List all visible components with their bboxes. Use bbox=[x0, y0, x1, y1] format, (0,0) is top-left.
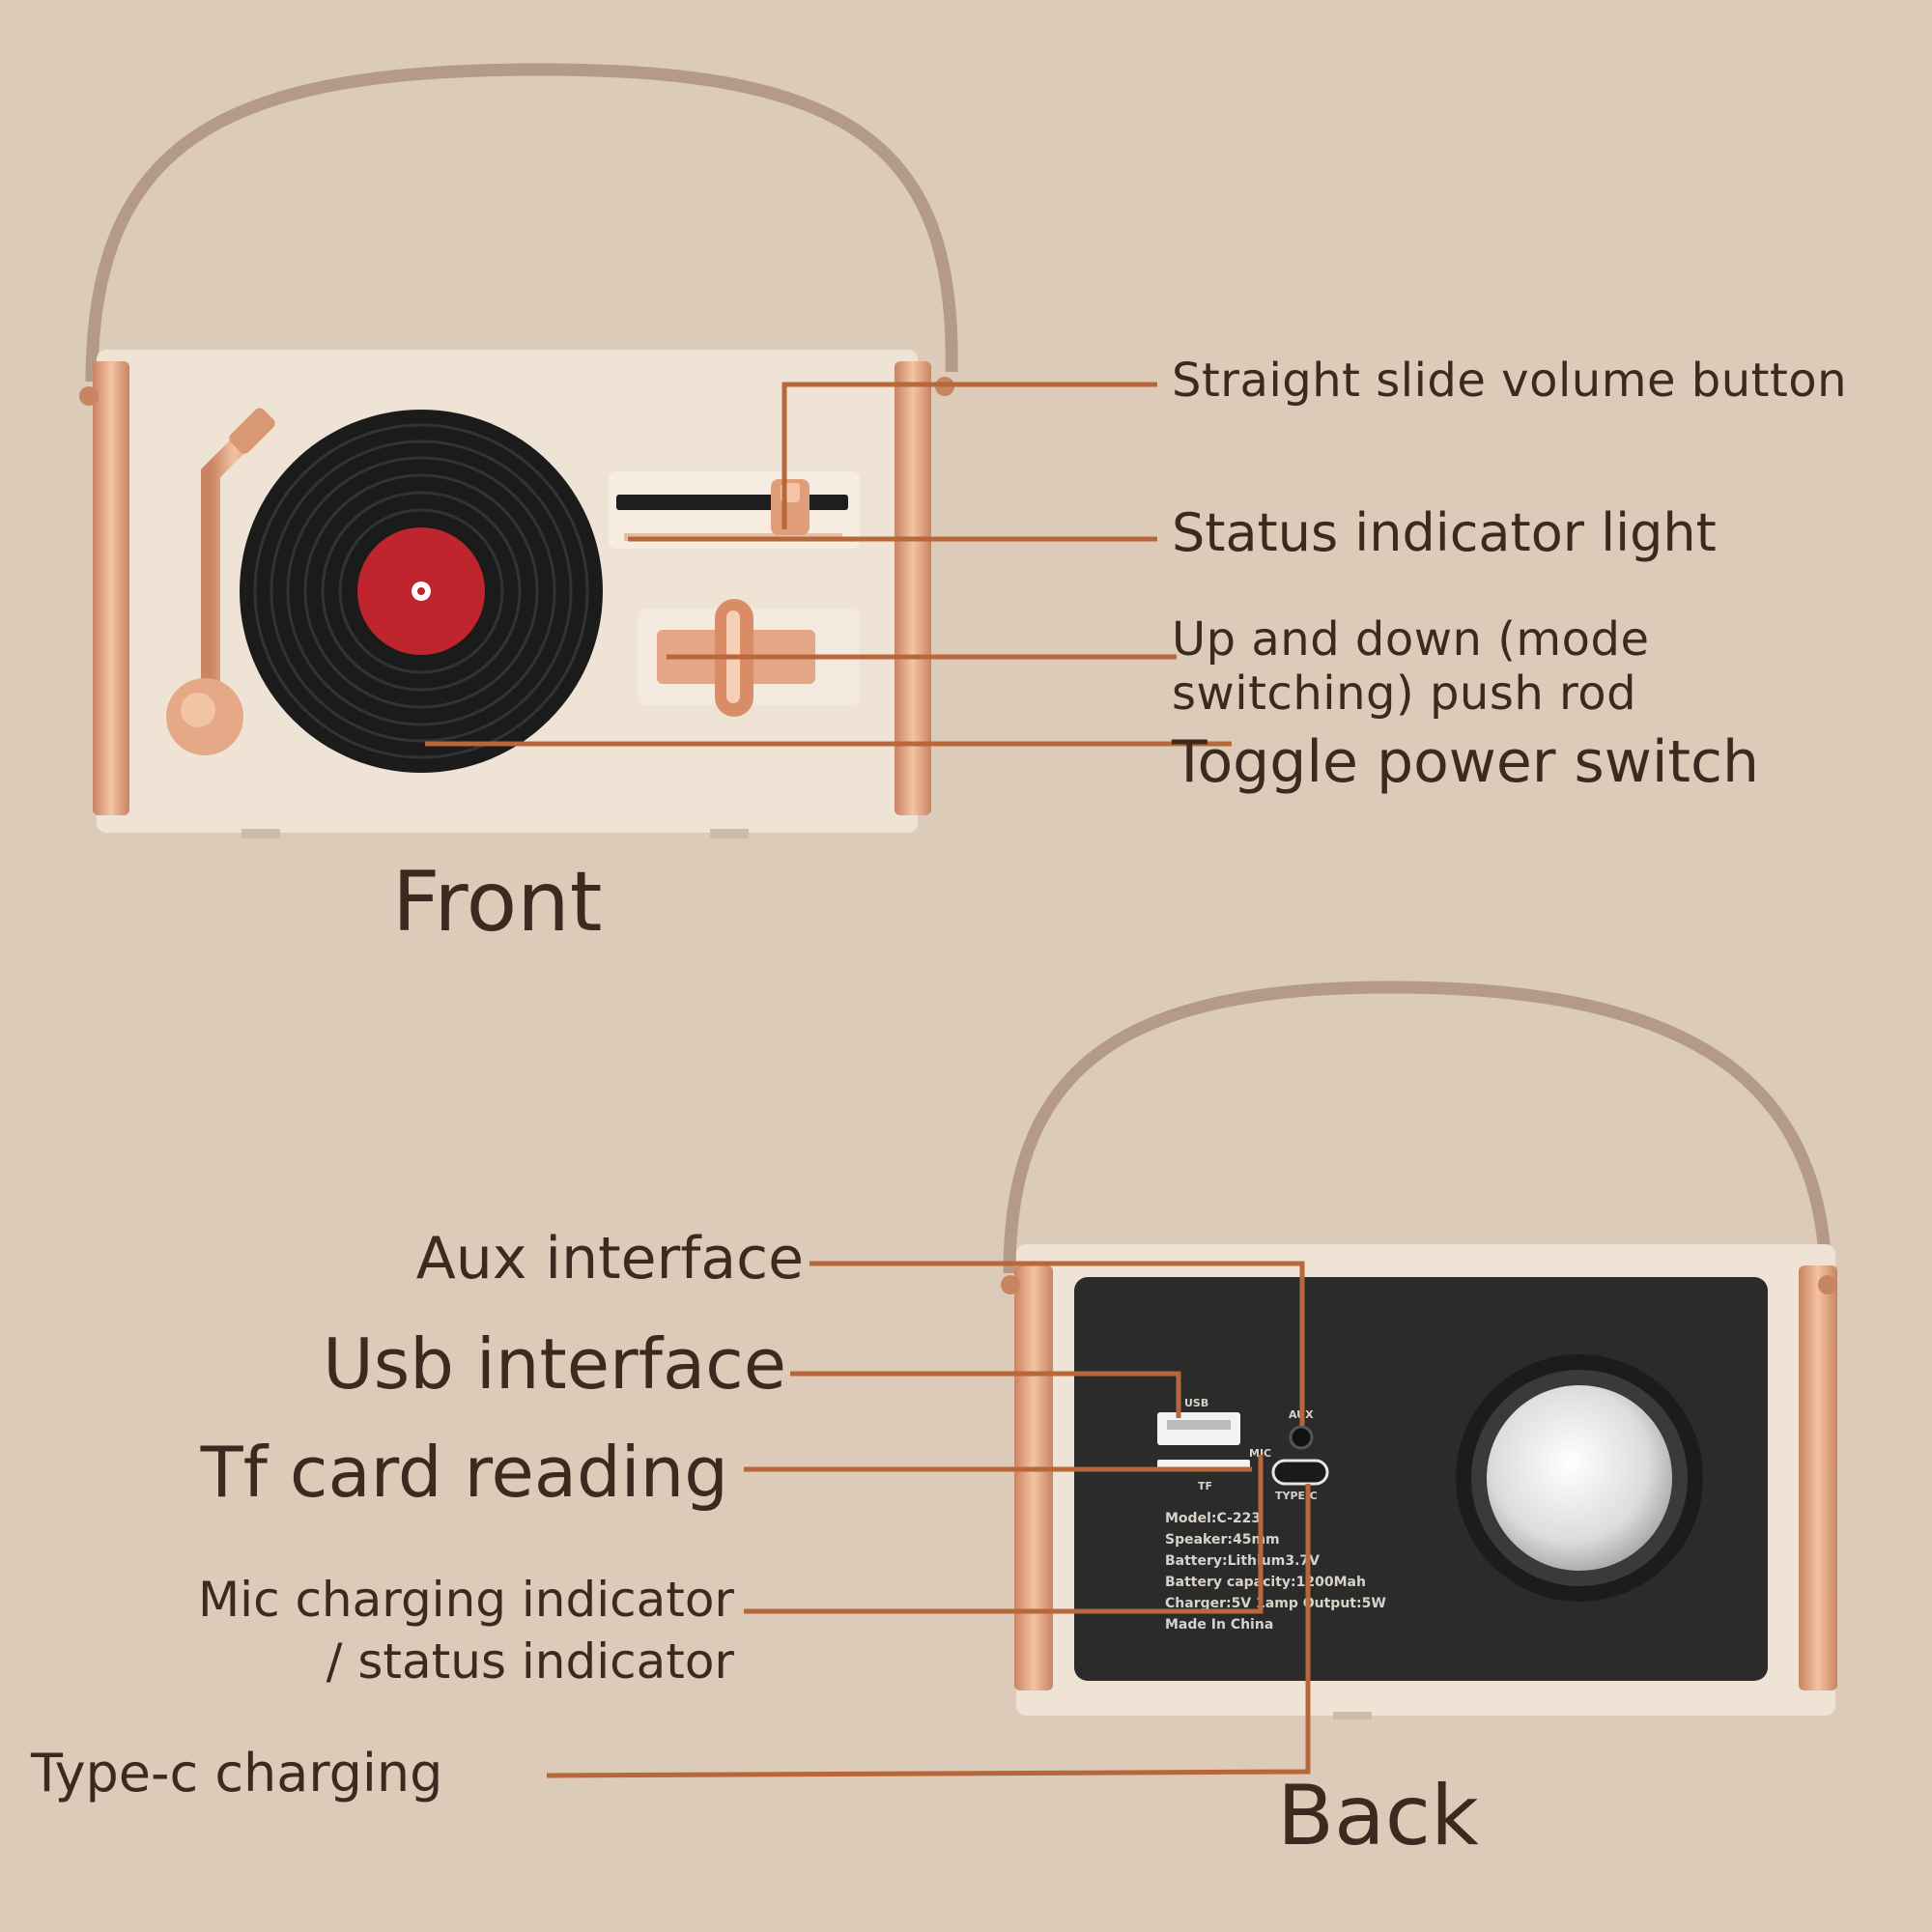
label-status-light: Status indicator light bbox=[1172, 502, 1717, 563]
port-label-typec: TYPE-C bbox=[1275, 1490, 1318, 1502]
spec-line-6: Made In China bbox=[1165, 1617, 1273, 1633]
label-pushrod-line2: switching) push rod bbox=[1172, 667, 1637, 721]
label-tf: Tf card reading bbox=[200, 1432, 728, 1513]
spec-line-5: Charger:5V 1amp Output:5W bbox=[1165, 1596, 1386, 1611]
back-handle bbox=[1003, 980, 1833, 1276]
leader-usb bbox=[790, 1371, 1181, 1418]
tonearm bbox=[166, 408, 275, 755]
front-handle bbox=[85, 63, 958, 383]
label-typec: Type-c charging bbox=[31, 1743, 443, 1804]
aux-port[interactable] bbox=[1289, 1425, 1314, 1450]
label-mic-line1: Mic charging indicator bbox=[198, 1572, 734, 1628]
leader-aux bbox=[810, 1261, 1305, 1426]
label-aux: Aux interface bbox=[415, 1225, 804, 1293]
label-usb: Usb interface bbox=[323, 1323, 786, 1405]
port-label-tf: TF bbox=[1198, 1480, 1212, 1492]
vinyl-record bbox=[240, 410, 603, 773]
front-title: Front bbox=[392, 854, 603, 951]
label-mic-line2: / status indicator bbox=[326, 1634, 734, 1690]
spec-line-3: Battery:Lithium3.7V bbox=[1165, 1553, 1320, 1569]
speaker bbox=[1456, 1354, 1703, 1602]
spec-line-1: Model:C-223 bbox=[1165, 1511, 1261, 1526]
back-leader-lines bbox=[546, 1261, 1311, 1778]
panel-text: USB AUX TF MIC TYPE-C Model:C-223 Speake… bbox=[1165, 1397, 1386, 1633]
back-title: Back bbox=[1277, 1768, 1479, 1864]
back-right-rail bbox=[1799, 1265, 1837, 1690]
label-power-switch: Toggle power switch bbox=[1172, 728, 1760, 796]
front-leader-lines bbox=[425, 382, 1232, 747]
back-left-rail bbox=[1014, 1265, 1053, 1690]
spec-line-4: Battery capacity:1200Mah bbox=[1165, 1575, 1366, 1590]
front-device bbox=[79, 63, 958, 838]
leader-mic bbox=[744, 1455, 1264, 1614]
leader-volume bbox=[781, 382, 1157, 529]
spec-line-2: Speaker:45mm bbox=[1165, 1532, 1280, 1548]
typec-port[interactable] bbox=[1271, 1459, 1329, 1486]
label-pushrod-line1: Up and down (mode bbox=[1172, 612, 1650, 667]
front-right-rail bbox=[895, 361, 931, 815]
label-volume-button: Straight slide volume button bbox=[1172, 354, 1848, 408]
back-device bbox=[1001, 980, 1837, 1719]
port-label-usb: USB bbox=[1184, 1397, 1208, 1409]
port-label-mic: MIC bbox=[1249, 1447, 1271, 1460]
leader-typec bbox=[546, 1484, 1311, 1778]
front-left-rail bbox=[93, 361, 129, 815]
